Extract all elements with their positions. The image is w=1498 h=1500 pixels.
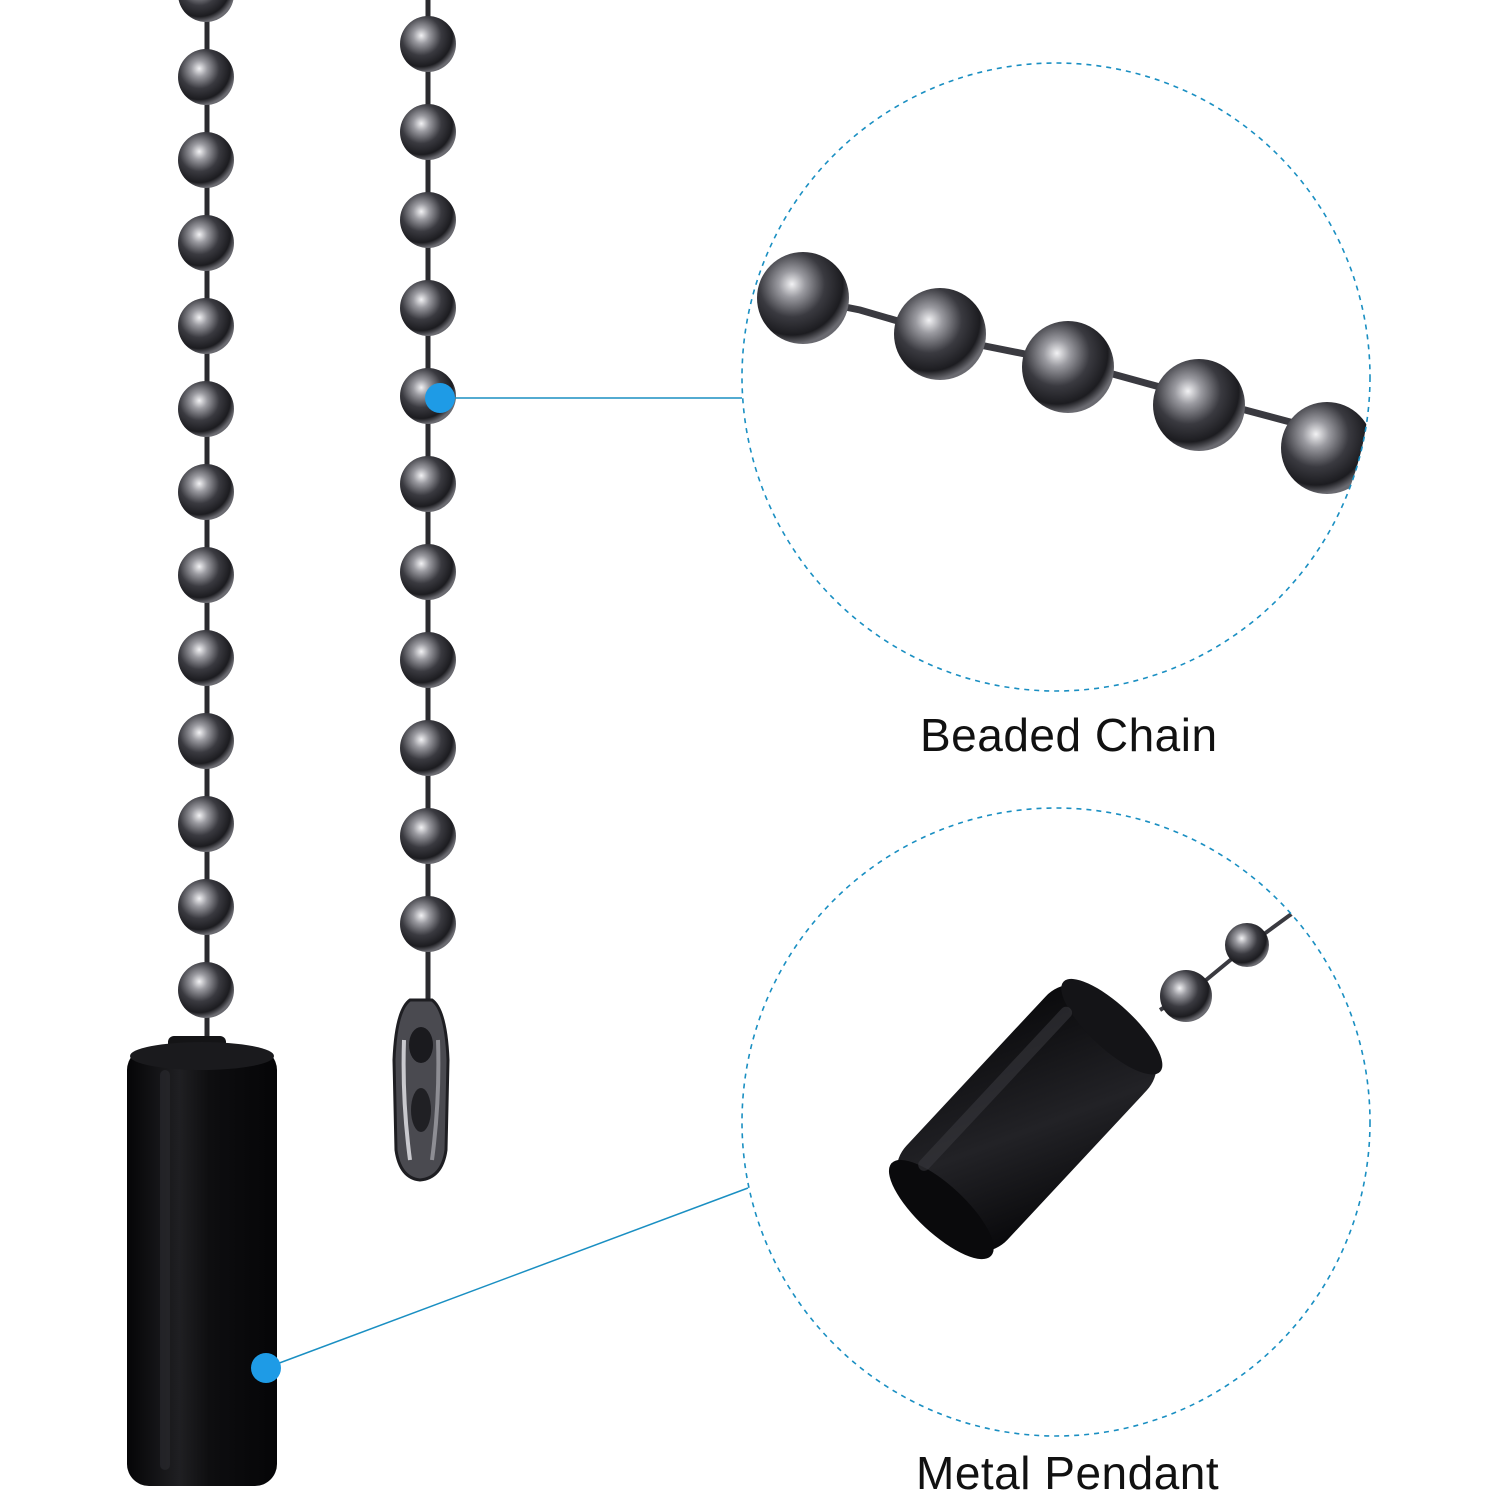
chain-callout-dot <box>425 383 455 413</box>
bead <box>178 879 234 935</box>
pendant-callout-line <box>265 1187 749 1369</box>
chain-connector <box>392 998 450 1182</box>
bead <box>178 215 234 271</box>
right-chain-beads <box>400 16 456 952</box>
bead <box>178 49 234 105</box>
bead <box>178 0 234 22</box>
bead <box>178 132 234 188</box>
bead <box>400 280 456 336</box>
chain-zoom-circle <box>741 62 1371 692</box>
bead <box>400 808 456 864</box>
bead <box>400 456 456 512</box>
bead <box>178 630 234 686</box>
bead <box>178 713 234 769</box>
pendant-caption: Metal Pendant <box>916 1447 1220 1499</box>
bead <box>178 381 234 437</box>
chain-zoom-border <box>741 62 1371 692</box>
left-chain <box>178 0 234 1040</box>
left-pendant <box>127 1036 277 1486</box>
bead <box>178 298 234 354</box>
bead <box>400 544 456 600</box>
chain-caption: Beaded Chain <box>920 709 1218 761</box>
bead <box>400 104 456 160</box>
bead <box>178 464 234 520</box>
bead <box>178 796 234 852</box>
left-chain-beads <box>178 0 234 1018</box>
bead <box>400 16 456 72</box>
bead <box>400 720 456 776</box>
bead <box>400 632 456 688</box>
pendant-zoom-circle <box>741 807 1371 1437</box>
right-chain <box>392 0 456 1182</box>
bead <box>400 896 456 952</box>
bead <box>178 547 234 603</box>
bead <box>178 962 234 1018</box>
bead <box>400 192 456 248</box>
pendant-zoom-border <box>741 807 1371 1437</box>
pendant-callout-dot <box>251 1353 281 1383</box>
